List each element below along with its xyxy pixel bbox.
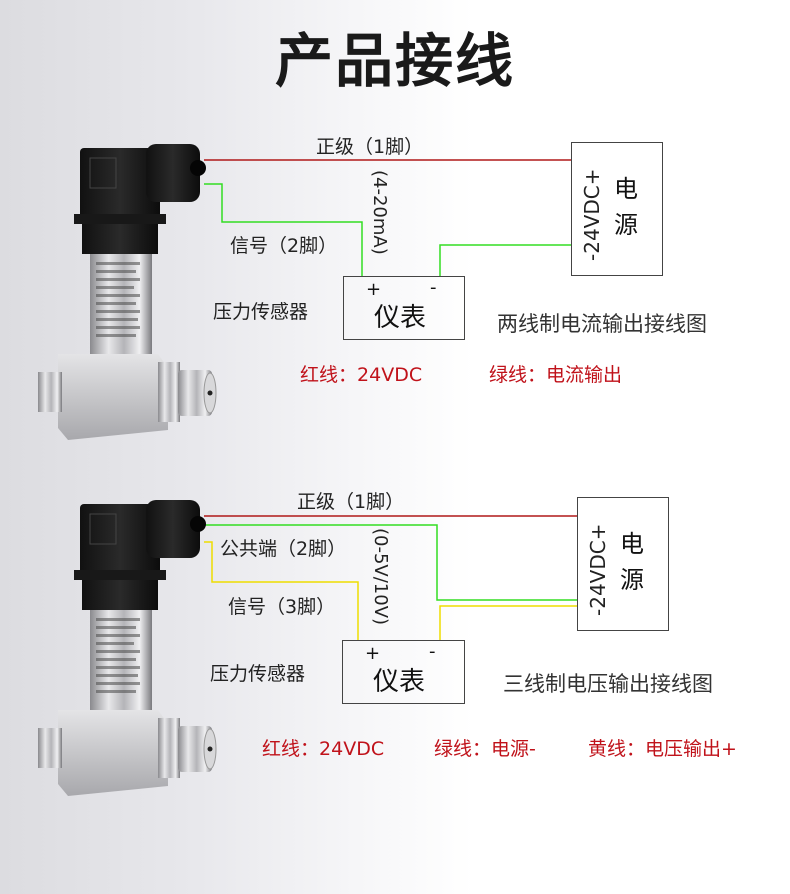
- common-wire-label: 公共端（2脚）: [220, 538, 347, 560]
- yellow-wire-signal-2: [204, 541, 359, 640]
- power-char-1: 电: [614, 175, 638, 203]
- green-wire-common-2: [204, 524, 577, 601]
- power-supply-box: -24VDC+ 电 源: [571, 142, 663, 276]
- meter-box-2: + - 仪表: [342, 640, 465, 704]
- positive-wire-label: 正级（1脚）: [316, 136, 424, 158]
- green-wire-signal-1: [204, 183, 363, 276]
- yellow-wire-return-2: [439, 605, 577, 640]
- legend-green: 绿线：电流输出: [489, 364, 623, 386]
- pressure-sensor-image-2: [38, 500, 217, 796]
- legend-red-2: 红线：24VDC: [262, 738, 385, 760]
- power-voltage-label: -24VDC+: [580, 168, 604, 261]
- meter-plus: +: [366, 279, 382, 300]
- signal-wire-label-2: 信号（3脚）: [228, 596, 336, 618]
- positive-wire-label-2: 正级（1脚）: [297, 491, 405, 513]
- power-char-2: 源: [614, 211, 638, 239]
- green-wire-return-1: [439, 244, 571, 276]
- power-supply-box-2: -24VDC+ 电 源: [577, 497, 669, 631]
- power-char-1-2: 电: [620, 530, 644, 558]
- power-char-2-2: 源: [620, 566, 644, 594]
- diagram-title: 两线制电流输出接线图: [497, 312, 707, 336]
- diagram-title-2: 三线制电压输出接线图: [503, 672, 713, 696]
- meter-plus-2: +: [365, 643, 381, 664]
- meter-label-2: 仪表: [373, 667, 426, 697]
- meter-minus: -: [430, 277, 437, 298]
- page-title: 产品接线: [274, 27, 515, 95]
- legend-green-2: 绿线：电源-: [434, 738, 536, 760]
- power-voltage-label-2: -24VDC+: [586, 523, 610, 616]
- pressure-sensor-image: [38, 144, 217, 440]
- signal-wire-label: 信号（2脚）: [230, 235, 338, 257]
- meter-label: 仪表: [374, 303, 427, 333]
- legend-yellow-2: 黄线：电压输出+: [588, 738, 737, 760]
- sensor-label-2: 压力传感器: [210, 663, 306, 685]
- current-range-label: (4-20mA): [369, 170, 390, 255]
- meter-box: + - 仪表: [343, 276, 465, 340]
- meter-minus-2: -: [429, 641, 436, 662]
- voltage-range-label: (0-5V/10V): [370, 528, 391, 626]
- two-wire-wiring: [204, 159, 571, 276]
- sensor-label: 压力传感器: [213, 301, 309, 323]
- legend-red: 红线：24VDC: [300, 364, 423, 386]
- three-wire-wiring: [204, 515, 577, 640]
